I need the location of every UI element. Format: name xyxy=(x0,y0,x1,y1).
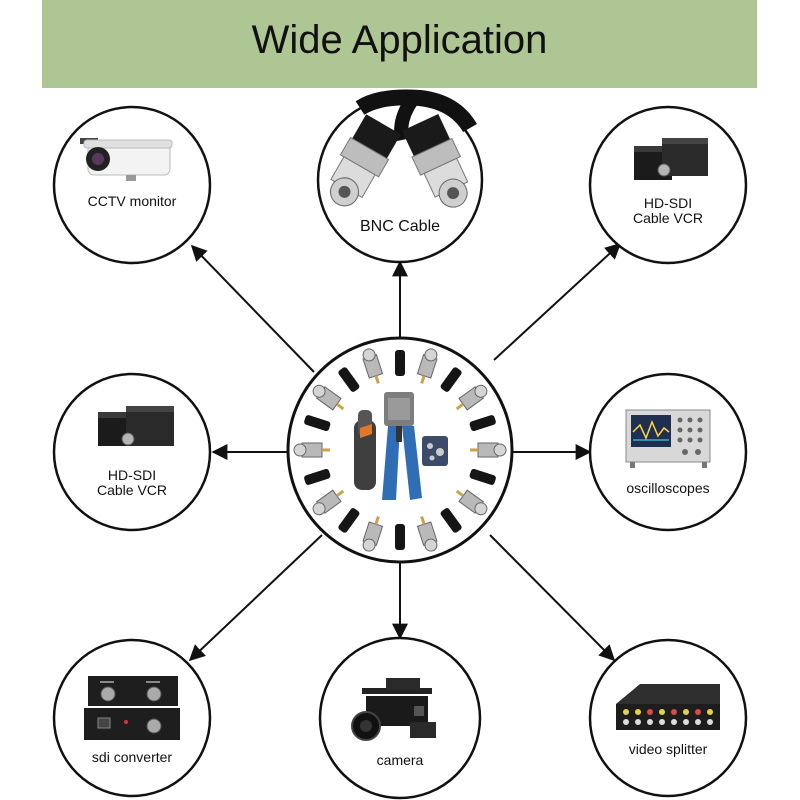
bnc-cable-icon xyxy=(330,89,477,208)
connector-arrows xyxy=(188,242,622,662)
title-banner: Wide Application xyxy=(42,0,757,88)
bnc-connector-icon xyxy=(312,489,345,516)
cable-stripper-icon xyxy=(354,410,376,490)
page-title: Wide Application xyxy=(251,18,548,62)
video-splitter-icon xyxy=(616,684,720,730)
node-cctv-circle xyxy=(52,105,212,265)
bnc-connector-icon xyxy=(470,442,507,458)
bnc-connector-crimp-kit-icon xyxy=(293,348,507,552)
hdsdi-device-icon xyxy=(98,406,174,446)
crimper-tool-icon xyxy=(382,392,422,500)
bnc-cable-label: BNC Cable xyxy=(359,218,441,235)
node-hdsdi-left-circle xyxy=(52,372,212,532)
hdsdi-left-line2: Cable VCR xyxy=(96,482,168,498)
crimp-sleeve-icon xyxy=(338,508,360,533)
crimp-sleeve-icon xyxy=(395,350,405,376)
node-hdsdi-right-circle xyxy=(588,105,748,265)
bnc-connector-icon xyxy=(416,516,438,552)
bnc-connector-icon xyxy=(312,384,345,411)
camera-label: camera xyxy=(376,752,424,768)
sdi-converter-label: sdi converter xyxy=(91,749,173,765)
hdsdi-device-icon xyxy=(634,138,708,180)
arrow-to-cctv xyxy=(190,244,315,373)
hdsdi-right-line2: Cable VCR xyxy=(632,210,704,226)
crimp-sleeve-icon xyxy=(338,367,360,392)
bnc-connector-icon xyxy=(293,442,330,458)
bnc-connector-icon xyxy=(362,348,384,384)
bnc-connector-icon xyxy=(455,384,488,411)
hdsdi-right-line1: HD-SDI xyxy=(643,195,693,211)
crimp-sleeve-icon xyxy=(469,468,496,485)
cctv-label: CCTV monitor xyxy=(87,193,177,209)
crimp-sleeve-icon xyxy=(304,468,331,485)
sdi-converter-icon xyxy=(84,676,180,740)
arrow-to-video-splitter xyxy=(489,534,616,662)
arrow-to-sdi-converter xyxy=(188,534,323,662)
hdsdi-left-label: HD-SDI Cable VCR xyxy=(62,468,202,498)
video-splitter-label: video splitter xyxy=(628,741,708,757)
bnc-connector-icon xyxy=(416,348,438,384)
crimp-sleeve-icon xyxy=(304,415,331,432)
center-circle xyxy=(286,336,514,564)
arrow-to-hdsdi-right xyxy=(493,242,622,361)
crimp-sleeve-icon xyxy=(469,415,496,432)
hdsdi-right-label: HD-SDI Cable VCR xyxy=(598,196,738,226)
oscilloscope-icon xyxy=(625,409,711,468)
crimp-sleeve-icon xyxy=(395,524,405,550)
crimp-die-icon xyxy=(422,436,448,466)
oscilloscopes-label: oscilloscopes xyxy=(626,480,710,496)
bnc-connector-icon xyxy=(455,489,488,516)
crimp-sleeve-icon xyxy=(440,508,462,533)
hdsdi-left-line1: HD-SDI xyxy=(107,467,157,483)
crimp-sleeve-icon xyxy=(440,367,462,392)
video-camera-icon xyxy=(351,678,436,741)
bnc-connector-icon xyxy=(362,516,384,552)
cctv-camera-icon xyxy=(80,138,173,181)
